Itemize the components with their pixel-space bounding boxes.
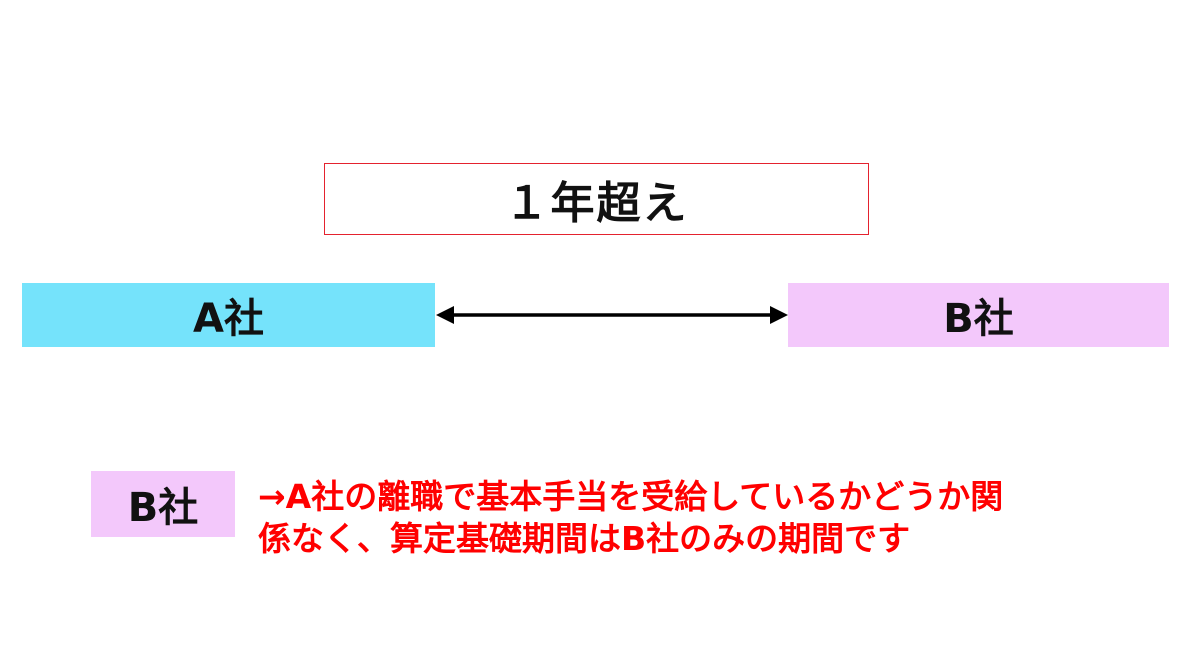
company-a-bar: A社 (22, 283, 435, 347)
note-label: B社 (127, 485, 199, 531)
double-headed-arrow-icon (436, 306, 788, 324)
company-b-bar: B社 (788, 283, 1169, 347)
note-text: →A社の離職で基本手当を受給しているかどうか関 係なく、算定基礎期間はB社のみの… (258, 476, 1158, 560)
note-label-box: B社 (91, 471, 235, 537)
note-text-line-2: 係なく、算定基礎期間はB社のみの期間です (258, 519, 911, 558)
period-label: １年超え (504, 178, 689, 229)
company-a-label: A社 (193, 296, 264, 342)
company-b-label: B社 (943, 296, 1014, 342)
period-label-box: １年超え (324, 163, 869, 235)
note-text-line-1: →A社の離職で基本手当を受給しているかどうか関 (258, 477, 1004, 516)
